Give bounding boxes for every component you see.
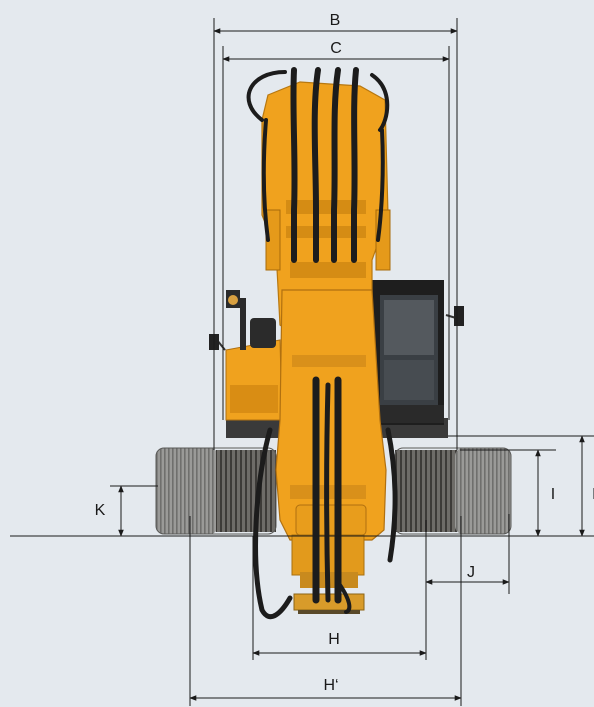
excavator-illustration [155,67,512,619]
upper-structure [209,290,283,421]
label-j: J [467,564,475,581]
label-b: B [330,12,341,29]
dimension-lines [10,18,594,706]
label-k: K [95,502,106,519]
label-h-prime: H‘ [323,677,338,694]
label-i: I [551,486,555,503]
stick-arm [275,289,387,541]
right-track [394,447,512,535]
left-track [155,447,277,535]
label-c: C [330,40,342,57]
label-h: H [328,631,340,648]
label-right-cut: I [592,486,594,503]
dimension-labels: B C K I I J H H‘ [95,12,594,694]
operator-cab [372,280,464,425]
hydraulic-hoses [246,67,398,619]
